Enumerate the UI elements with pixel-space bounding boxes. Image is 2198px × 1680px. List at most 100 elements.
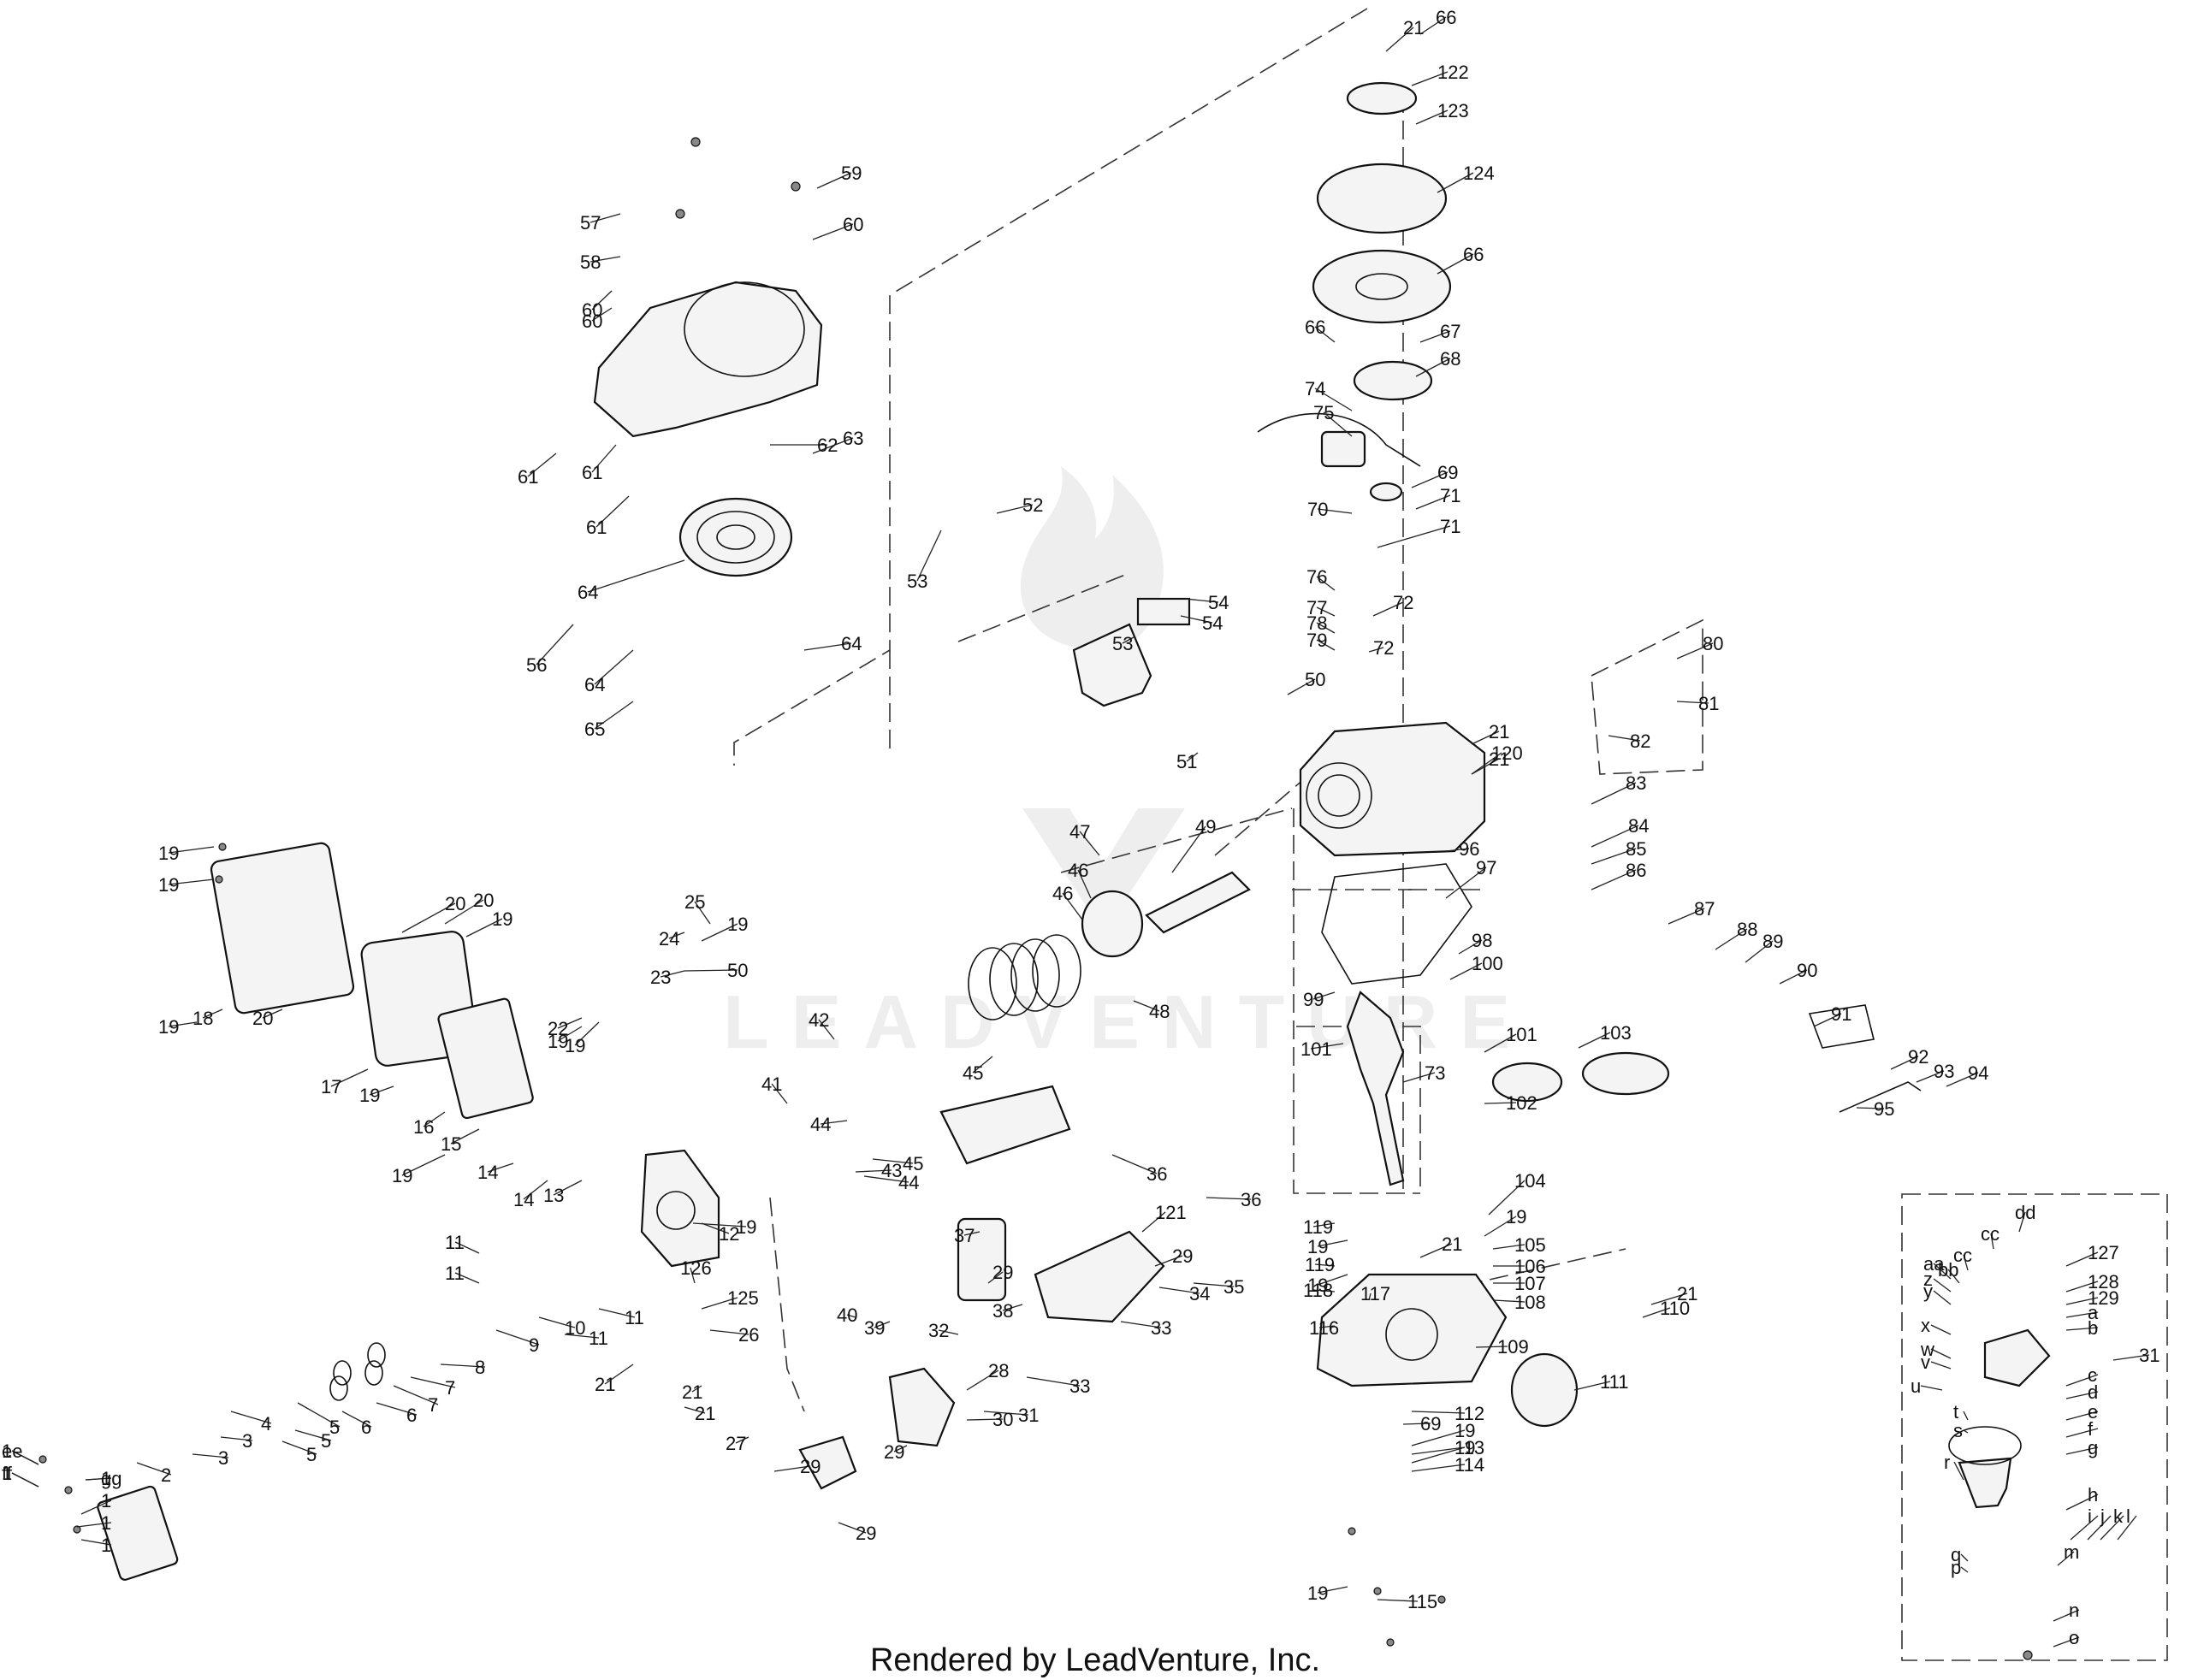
- callout-75: 75: [1313, 402, 1334, 423]
- leader-line-n: [2053, 1609, 2080, 1622]
- leader-line-19: [1411, 1429, 1466, 1446]
- leader-line-s: [1963, 1429, 1969, 1434]
- leader-line-19: [692, 1222, 747, 1227]
- leader-line-29: [773, 1465, 811, 1472]
- leader-line-118: [1312, 1289, 1336, 1293]
- leader-line-54: [1184, 598, 1219, 603]
- control-bracket: [1808, 1004, 1875, 1049]
- callout-1: 1: [2, 1463, 12, 1484]
- callout-19: 19: [1307, 1236, 1328, 1257]
- callout-58: 58: [580, 251, 601, 273]
- leader-line-114: [1411, 1464, 1466, 1472]
- leader-line-d: [2065, 1391, 2099, 1399]
- leader-line-14: [523, 1180, 548, 1200]
- callout-44: 44: [810, 1114, 831, 1135]
- callout-97: 97: [1476, 857, 1496, 878]
- callout-53: 53: [907, 571, 927, 592]
- leader-line-44: [820, 1120, 848, 1125]
- leader-line-50: [684, 969, 738, 972]
- leader-line-65: [594, 701, 634, 730]
- leader-line-87: [1668, 908, 1705, 925]
- leader-line-54: [1180, 615, 1213, 624]
- crankshaft: [1346, 991, 1405, 1186]
- leader-line-21: [1419, 1243, 1453, 1258]
- leader-line-121: [1141, 1211, 1166, 1233]
- flywheel-plate: [1346, 81, 1418, 115]
- callout-100: 100: [1472, 953, 1503, 974]
- leader-line-13: [553, 1180, 583, 1196]
- callout-90: 90: [1797, 960, 1817, 981]
- callout-ff: ff: [2, 1463, 13, 1484]
- callout-61: 61: [582, 462, 602, 483]
- leader-line-dd: [2018, 1211, 2026, 1233]
- leader-line-ee: [11, 1450, 39, 1465]
- callout-70: 70: [1307, 499, 1328, 520]
- callout-14: 14: [513, 1189, 534, 1210]
- leader-line-89: [1745, 940, 1774, 963]
- leader-line-5: [281, 1440, 317, 1455]
- callout-64: 64: [578, 582, 598, 603]
- callout-3: 3: [242, 1430, 252, 1452]
- callout-k: k: [2113, 1505, 2124, 1527]
- leader-line-29: [893, 1445, 908, 1452]
- callout-98: 98: [1472, 930, 1492, 951]
- callout-119: 119: [1303, 1216, 1333, 1238]
- carburetor-kit-box: [1901, 1193, 2168, 1661]
- callout-23: 23: [650, 967, 671, 988]
- leader-line-77: [1316, 606, 1336, 617]
- callout-27: 27: [726, 1433, 746, 1454]
- callout-127: 127: [2088, 1242, 2119, 1263]
- air-intake-tube: [1839, 1081, 1922, 1113]
- v-mark: [1022, 808, 1185, 907]
- leader-line-21: [684, 1406, 706, 1414]
- callout-20: 20: [252, 1008, 273, 1029]
- leader-line-46: [1062, 892, 1083, 920]
- callout-112: 112: [1454, 1403, 1484, 1424]
- callout-48: 48: [1149, 1001, 1170, 1022]
- callout-50: 50: [727, 960, 748, 981]
- leader-line-41: [771, 1083, 788, 1104]
- callout-106: 106: [1514, 1256, 1546, 1277]
- flame-icon: [1020, 466, 1164, 650]
- callout-h: h: [2088, 1484, 2098, 1505]
- callout-cc: cc: [1953, 1245, 1972, 1266]
- callout-33: 33: [1151, 1317, 1171, 1339]
- callout-56: 56: [526, 654, 547, 676]
- leader-line-52: [996, 504, 1034, 514]
- callout-129: 129: [2088, 1287, 2119, 1309]
- callout-p: p: [1951, 1557, 1961, 1578]
- callout-37: 37: [954, 1225, 975, 1246]
- leader-line-19: [168, 846, 215, 854]
- callout-gg: gg: [101, 1468, 121, 1489]
- oil-filter: [1510, 1352, 1579, 1428]
- leader-line-68: [1415, 358, 1451, 377]
- leader-line-5: [294, 1429, 332, 1441]
- leader-line-z: [1933, 1278, 1952, 1293]
- leader-line-112: [1411, 1411, 1466, 1414]
- callout-60: 60: [582, 311, 602, 332]
- callout-16: 16: [413, 1116, 434, 1138]
- head-gasket: [1321, 863, 1472, 985]
- callout-21: 21: [1403, 17, 1424, 38]
- callout-72: 72: [1393, 592, 1413, 613]
- callout-19: 19: [492, 908, 512, 930]
- piston-rings: [968, 934, 1081, 1020]
- leader-line-128: [2065, 1281, 2099, 1293]
- leader-line-r: [1953, 1461, 1964, 1481]
- leader-line-108: [1492, 1299, 1526, 1303]
- rotating-screen: [678, 497, 793, 577]
- callout-38: 38: [992, 1300, 1013, 1322]
- air-filter-base: [1034, 1230, 1165, 1323]
- callout-61: 61: [518, 466, 538, 488]
- callout-14: 14: [477, 1162, 498, 1183]
- leader-line-61: [591, 444, 617, 473]
- callout-63: 63: [843, 428, 863, 449]
- leader-line-92: [1890, 1056, 1919, 1070]
- leader-line-x: [1930, 1324, 1952, 1335]
- leader-line-20: [444, 899, 484, 925]
- callout-22: 22: [548, 1018, 568, 1039]
- callout-64: 64: [841, 633, 862, 654]
- leader-line-18: [202, 1009, 223, 1019]
- leader-line-60: [591, 290, 613, 311]
